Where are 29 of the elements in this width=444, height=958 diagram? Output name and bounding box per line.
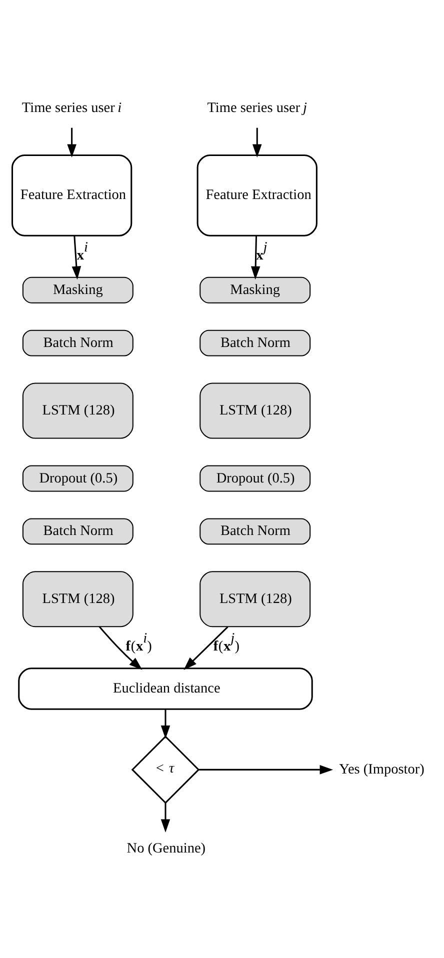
node-box: Feature Extraction <box>12 154 132 236</box>
node-box: LSTM (128) <box>22 571 134 628</box>
node-box: Masking <box>22 276 134 304</box>
node-box: LSTM (128) <box>200 571 311 628</box>
node-text: No (Genuine) <box>126 840 206 856</box>
node-box: Dropout (0.5) <box>22 465 134 492</box>
node-box: LSTM (128) <box>22 382 134 439</box>
arrow <box>160 802 170 833</box>
node-box: Feature Extraction <box>196 154 318 236</box>
arrow <box>160 709 170 739</box>
node-box: Batch Norm <box>200 330 311 356</box>
node-box: Batch Norm <box>22 330 134 356</box>
node-box: Euclidean distance <box>18 668 313 710</box>
node-text: Time series user i <box>22 100 122 116</box>
node-box: Dropout (0.5) <box>200 465 311 492</box>
node-box: LSTM (128) <box>200 382 311 439</box>
arrow <box>67 128 76 158</box>
node-box: Batch Norm <box>200 518 311 545</box>
arrow <box>198 765 334 774</box>
arrow <box>250 236 260 280</box>
arrow <box>98 626 142 670</box>
node-text: Time series user j <box>207 100 307 116</box>
arrow <box>72 236 82 280</box>
node-diamond: < τ <box>131 736 200 804</box>
node-text: Yes (Impostor) <box>339 761 424 778</box>
node-box: Batch Norm <box>22 518 134 545</box>
node-box: Masking <box>200 276 311 304</box>
arrow <box>184 626 228 670</box>
arrow <box>252 128 262 158</box>
